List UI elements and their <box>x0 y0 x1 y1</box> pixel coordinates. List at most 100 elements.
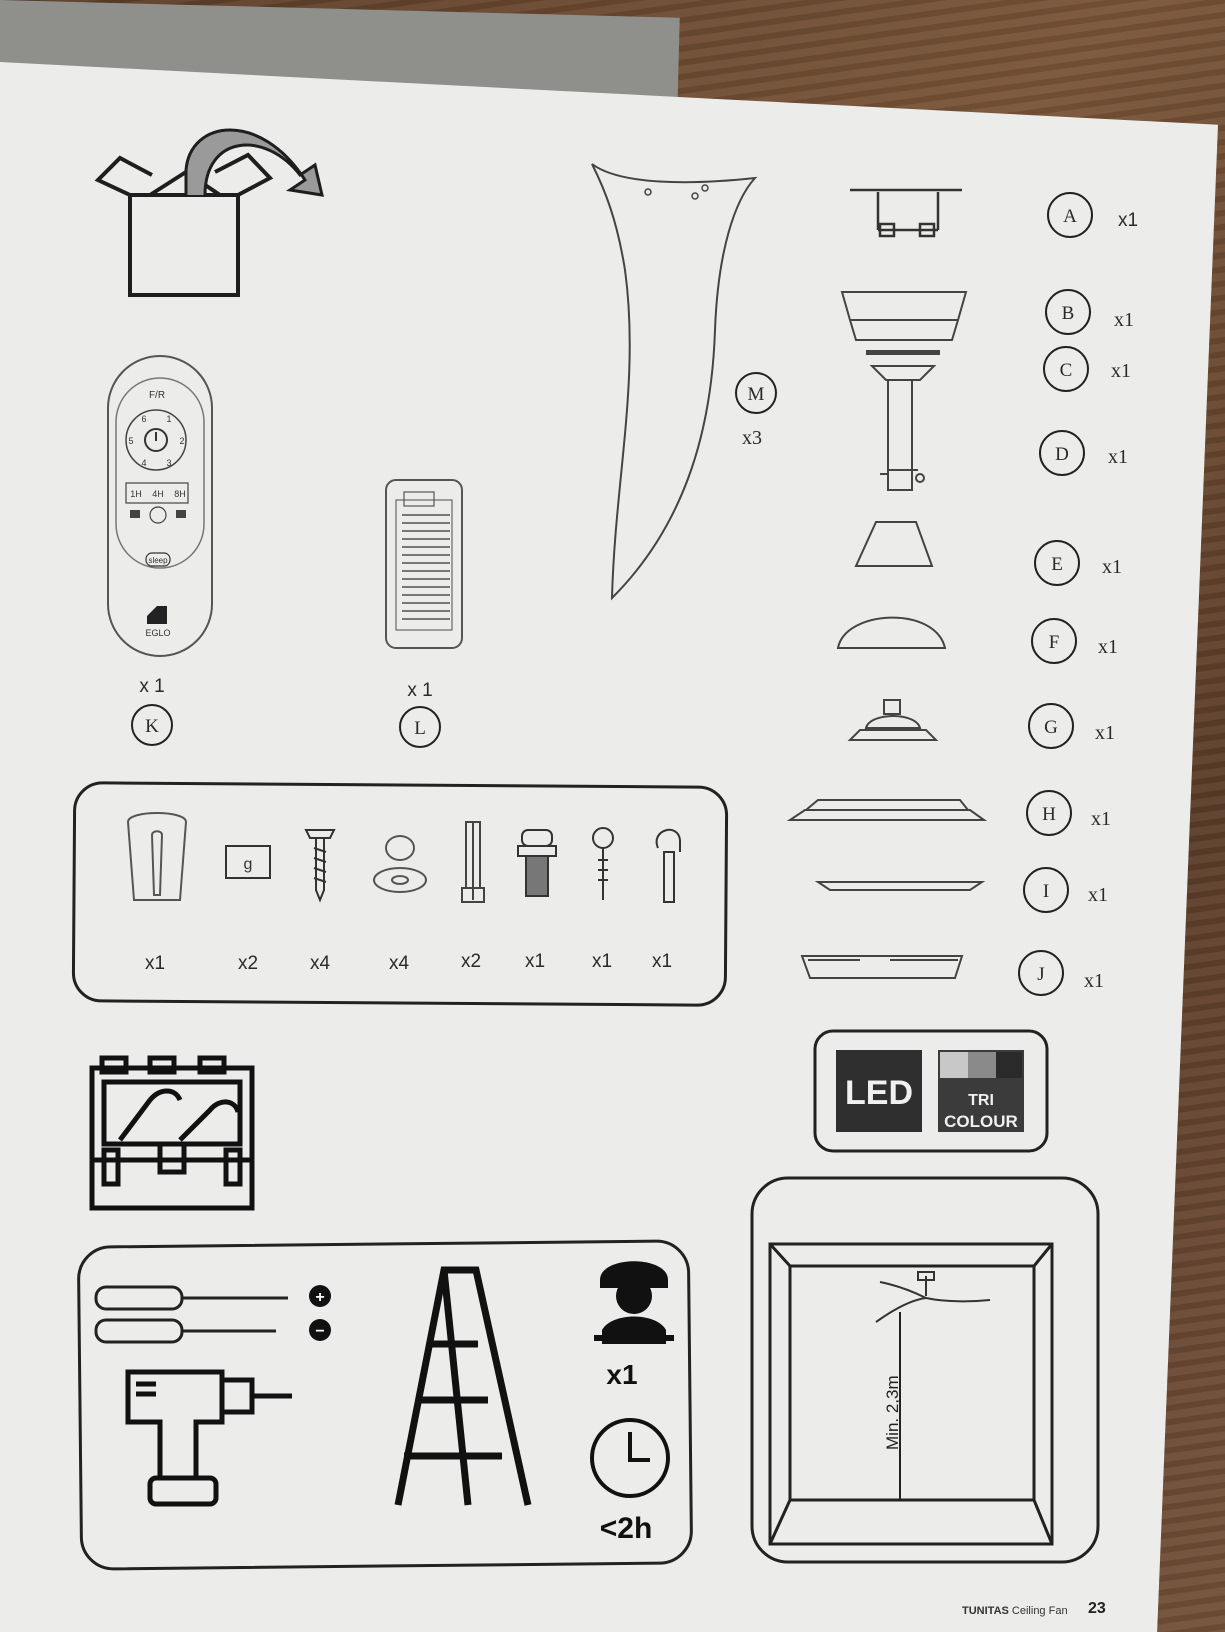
toolbox-icon <box>89 1055 255 1211</box>
part-g-motor-icon <box>847 699 939 741</box>
fan-blade-icon <box>591 163 758 601</box>
part-e-top-cover-icon <box>854 521 934 567</box>
balancing-weight-icon <box>225 845 271 879</box>
remote-timer-4h: 4H <box>152 489 164 499</box>
part-c-circle <box>1043 346 1089 392</box>
hardware-qty-washer: x4 <box>389 953 410 974</box>
part-c-canopy-ring-icon <box>866 350 940 355</box>
balancing-clip-icon <box>126 812 188 901</box>
part-d-letter: D <box>1055 444 1069 465</box>
part-h-qty: x1 <box>1091 808 1111 830</box>
ceiling-fan-icon <box>875 1271 991 1323</box>
remote-speed-3: 3 <box>166 458 171 468</box>
part-f-motor-cover-icon <box>836 616 947 649</box>
part-i-qty: x1 <box>1088 884 1108 906</box>
part-f-qty: x1 <box>1098 636 1118 658</box>
part-b-canopy-icon <box>840 291 968 341</box>
part-i-led-board-icon <box>814 881 986 891</box>
tri-label: TRI <box>968 1092 994 1109</box>
hardware-bag-frame <box>71 781 729 1007</box>
remote-sleep-label: sleep <box>148 556 168 565</box>
install-time: <2h <box>600 1512 653 1545</box>
part-f-letter: F <box>1049 632 1060 653</box>
blade-letter: M <box>748 384 765 405</box>
installers-count: x1 <box>606 1359 637 1390</box>
part-d-downrod-icon <box>869 365 937 491</box>
screwdriver-phillips-icon <box>94 1318 276 1344</box>
room-perspective-icon <box>768 1242 1054 1546</box>
clock-icon <box>590 1418 670 1498</box>
part-a-circle <box>1047 192 1093 238</box>
min-height-label: Min. 2,3m <box>883 1375 902 1450</box>
led-badge-box <box>836 1050 922 1132</box>
part-e-letter: E <box>1051 554 1063 575</box>
remote-speed-4: 4 <box>141 458 146 468</box>
led-badge-frame <box>813 1029 1049 1153</box>
part-c-letter: C <box>1060 360 1073 381</box>
part-j-qty: x1 <box>1084 970 1104 992</box>
bolt-icon <box>517 829 557 897</box>
led-badge-text: LED <box>845 1074 913 1112</box>
power-drill-icon <box>125 1369 292 1507</box>
remote-fr-label: F/R <box>149 390 165 401</box>
plus-circle-icon <box>309 1285 331 1307</box>
part-b-circle <box>1045 289 1091 335</box>
remote-letter: K <box>145 716 159 737</box>
wood-screw-icon <box>304 829 336 903</box>
hardware-qty-screw: x4 <box>310 953 331 974</box>
hardware-qty-weight: x2 <box>238 953 258 974</box>
balancing-weight-label: g <box>244 856 253 873</box>
hardware-qty-clip: x1 <box>145 953 165 974</box>
part-i-letter: I <box>1043 881 1049 902</box>
colour-label: COLOUR <box>944 1112 1018 1131</box>
blade-quantity: x3 <box>742 427 762 449</box>
footer-brand-name: TUNITAS <box>962 1605 1009 1617</box>
page-number: 23 <box>1088 1600 1106 1617</box>
hook-screw-icon <box>592 827 614 900</box>
screwdriver-flat-icon <box>94 1285 288 1311</box>
tri-colour-swatch-icon <box>938 1050 1024 1132</box>
part-b-letter: B <box>1062 303 1075 324</box>
remote-speed-5: 5 <box>128 436 133 446</box>
remote-timer-8h: 8H <box>174 489 186 499</box>
part-e-circle <box>1034 540 1080 586</box>
part-g-qty: x1 <box>1095 722 1115 744</box>
hardware-qty-bolt: x1 <box>525 951 545 972</box>
remote-quantity: x 1 <box>139 676 164 697</box>
minus-circle-icon <box>309 1319 331 1341</box>
part-f-circle <box>1031 618 1077 664</box>
room-frame <box>750 1176 1100 1564</box>
part-h-circle <box>1026 790 1072 836</box>
part-a-letter: A <box>1063 206 1077 227</box>
part-g-circle <box>1028 703 1074 749</box>
part-c-qty: x1 <box>1111 360 1131 382</box>
receiver-letter-circle <box>399 706 441 748</box>
receiver-module-icon <box>385 479 463 649</box>
receiver-letter: L <box>414 718 426 739</box>
open-box-icon <box>94 128 324 297</box>
spring-washer-icon <box>373 835 427 893</box>
wall-anchor-icon <box>461 821 485 903</box>
part-h-light-plate-icon <box>786 799 988 821</box>
blade-letter-circle <box>735 372 777 414</box>
remote-control-icon <box>107 355 213 657</box>
part-e-qty: x1 <box>1102 556 1122 578</box>
receiver-quantity: x 1 <box>407 680 432 701</box>
ladder-icon <box>394 1266 532 1506</box>
plus-label: + <box>315 1289 324 1306</box>
remote-speed-2: 2 <box>179 436 184 446</box>
remote-timer-1h: 1H <box>130 489 142 499</box>
part-a-mounting-bracket-icon <box>850 188 962 238</box>
minus-label: − <box>315 1323 324 1340</box>
remote-brand-logo: EGLO <box>145 628 170 638</box>
installer-person-icon <box>594 1261 674 1344</box>
footer-brand: TUNITAS Ceiling Fan <box>962 1605 1068 1617</box>
part-h-letter: H <box>1042 804 1056 825</box>
part-b-qty: x1 <box>1114 309 1134 331</box>
hook-anchor-icon <box>655 829 681 903</box>
part-d-qty: x1 <box>1108 446 1128 468</box>
part-g-letter: G <box>1044 717 1058 738</box>
part-a-qty: x1 <box>1118 210 1138 231</box>
part-d-circle <box>1039 430 1085 476</box>
